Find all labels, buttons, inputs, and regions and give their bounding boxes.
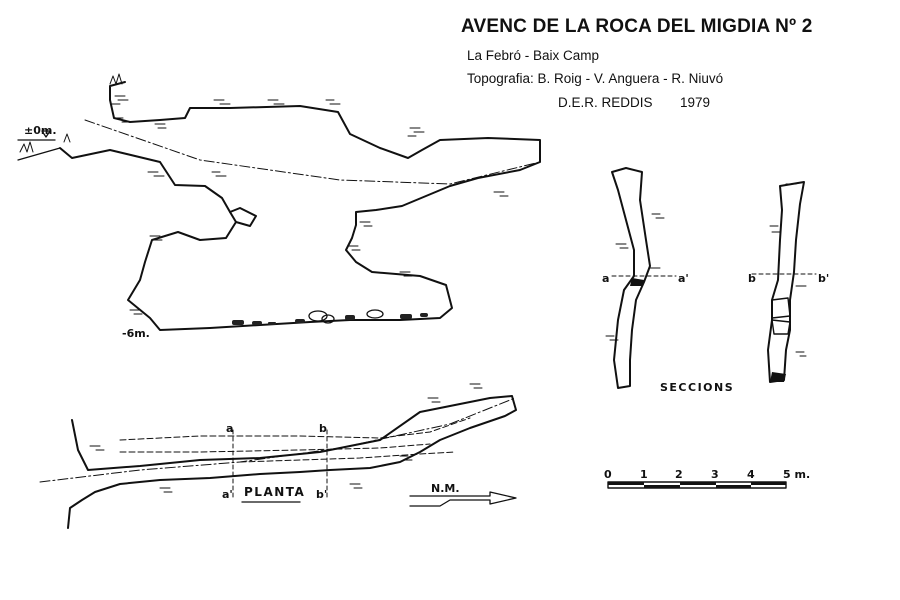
floor-rocks [308,309,384,324]
section-b-blocks [771,297,791,335]
diagram-title: AVENC DE LA ROCA DEL MIGDIA Nº 2 [461,16,813,37]
vegetation-symbol [19,73,123,153]
plan-axis [39,397,516,483]
survey-group: D.E.R. REDDIS [558,95,653,110]
cross-section-b [751,181,817,383]
plan-mark-a: a [226,422,233,435]
plan-mark-b: b [319,422,327,435]
plan-mark-a2: a' [222,488,233,501]
datum-marker [41,130,51,138]
depth-top-label: ±0m. [24,124,57,137]
sections-label: SECCIONS [660,381,734,394]
profile-section [17,73,541,331]
survey-year: 1979 [680,95,711,110]
floor-blocks [232,313,428,325]
limestone-symbols-profile [111,95,509,315]
plan-mark-b2: b' [316,488,327,501]
plan-lower-passage-2 [239,451,456,463]
scale-tick-0: 0 [604,468,612,481]
survey-credits: Topografia: B. Roig - V. Anguera - R. Ni… [467,71,724,86]
section-left-a2: a' [678,272,689,285]
scale-tick-3: 3 [711,468,719,481]
depth-bottom-label: -6m. [122,327,150,340]
plan-lower-passage [119,417,471,453]
limestone-symbols-plan [89,383,483,493]
profile-axis [84,119,541,185]
north-label: N.M. [431,482,460,495]
plan-label: PLANTA [244,485,305,499]
section-right-b2: b' [818,272,829,285]
section-a-floor [630,278,644,286]
section-left-a: a [602,272,609,285]
surface-line [17,139,61,161]
north-arrow [409,491,517,507]
scale-tick-5: 5 m. [783,468,810,481]
section-b-floor [770,372,786,382]
profile-pocket [229,207,257,227]
scale-tick-2: 2 [675,468,683,481]
profile-outline [59,81,541,331]
plan-view [39,383,517,529]
scale-bar [607,481,787,489]
section-right-b: b [748,272,756,285]
cross-section-a [605,167,677,389]
section-a-outline [611,167,651,389]
location-text: La Febró - Baix Camp [467,48,600,63]
scale-tick-4: 4 [747,468,755,481]
scale-tick-1: 1 [640,468,648,481]
plan-outline-north [67,395,517,529]
